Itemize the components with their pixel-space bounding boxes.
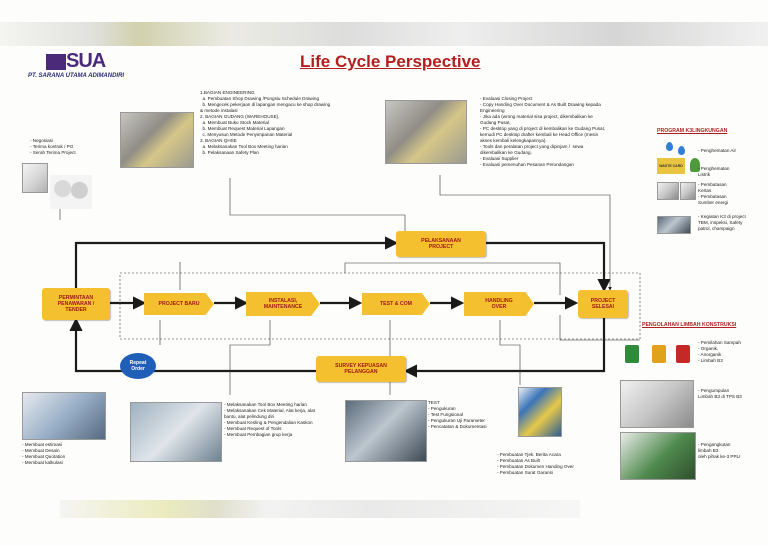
survey-kepuasan-box: SURVEY KEPUASAN PELANGGAN (316, 356, 406, 382)
workers-photo-2 (385, 100, 467, 164)
waste-card-badge: WASTE CARD (657, 158, 685, 174)
instalasi-notes: - Melaksanakan Tool Box Meeting harian -… (224, 402, 315, 437)
workers-photo-1 (120, 112, 194, 168)
meeting-people-image (50, 175, 92, 209)
company-name: PT. SARANA UTAMA ADIMANDIRI (28, 73, 125, 79)
test-com-box: TEST & COM (362, 293, 430, 315)
arrow-pelaksanaan-selesai (486, 241, 611, 293)
green-bin-icon (625, 345, 639, 363)
limbah-header: PENGOLAHAN LIMBAH KONSTRUKSI (642, 322, 737, 328)
department-notes: 1.BAGIAN ENGINEERING a. Pembuatan Shop D… (200, 90, 331, 155)
arrow-survey-permintaan (69, 317, 316, 373)
logo-mark-icon (46, 53, 66, 70)
handover-notes: - Pembuatan Tjek. Berita Acara - Pembuat… (497, 452, 574, 475)
waste-truck-image (620, 432, 696, 480)
energy-image (680, 182, 696, 200)
company-logo: SUA (46, 50, 106, 73)
project-baru-box: PROJECT BARU (144, 293, 214, 315)
program-item-air: - Penghematan Air (698, 148, 737, 153)
safety-activity-image (657, 216, 691, 234)
document-book-image (518, 387, 562, 437)
presentation-board-image (22, 163, 48, 193)
closing-notes: - Evaluasi Closing Project - Copy Handin… (480, 96, 606, 167)
handling-over-box: HANDLING OVER (464, 292, 534, 316)
arrow-selesai-survey (403, 318, 606, 378)
red-bin-icon (676, 345, 690, 363)
instalasi-photo (130, 402, 222, 462)
logo-text: SUA (66, 50, 106, 72)
pelaksanaan-project-box: PELAKSANAAN PROJECT (396, 231, 486, 257)
program-item-k3: - Kegiatan K3 di project TBM, inspeksi, … (698, 214, 746, 231)
repeat-order-badge: Repeat Order (120, 353, 156, 379)
left-top-notes: - Negosiasi - Terima kontrak / PO - Sera… (30, 138, 76, 155)
handshake-contract-image (22, 392, 106, 440)
page-title: Life Cycle Perspective (300, 52, 481, 71)
scan-artifact-top (0, 22, 768, 46)
water-drop-icon (666, 142, 673, 151)
limbah-item-pemilahan: - Pemilahan Sampah - Organik, - Anorgani… (698, 340, 741, 363)
program-item-listrik: - Penghematan Listrik (698, 166, 730, 177)
water-drop-icon (678, 146, 685, 155)
permintaan-penawaran-box: PERMINTAAN PENAWARAN / TENDER (42, 288, 110, 320)
left-bottom-notes: - Membuat estimasi - Membuat Desain - Me… (22, 442, 66, 465)
program-item-kertas: - Pembatasan Kertas - Pembatasan Sumber … (698, 182, 729, 205)
project-selesai-box: PROJECT SELESAI (578, 290, 628, 318)
arrow-to-pelaksanaan (74, 236, 399, 288)
limbah-item-pengangkutan: - Pengangkutan limbah B3 oleh pihak ke-3… (698, 442, 741, 459)
instalasi-maintenance-box: INSTALASI, MAINTENANCE (246, 292, 320, 316)
tps-b3-image (620, 380, 694, 428)
program-header: PROGRAM K3LINGKUNGAN (657, 128, 728, 134)
light-bulb-icon (690, 158, 700, 172)
limbah-item-pengumpulan: - Pengumpulan Limbah B3 di TPS B3 (698, 388, 742, 399)
paper-stack-image (657, 182, 679, 200)
yellow-bin-icon (652, 345, 666, 363)
scan-artifact-bottom (60, 500, 580, 518)
test-photo (345, 400, 427, 462)
test-notes: TEST - Pengukuran - Test Fungsional - Pe… (428, 400, 487, 429)
